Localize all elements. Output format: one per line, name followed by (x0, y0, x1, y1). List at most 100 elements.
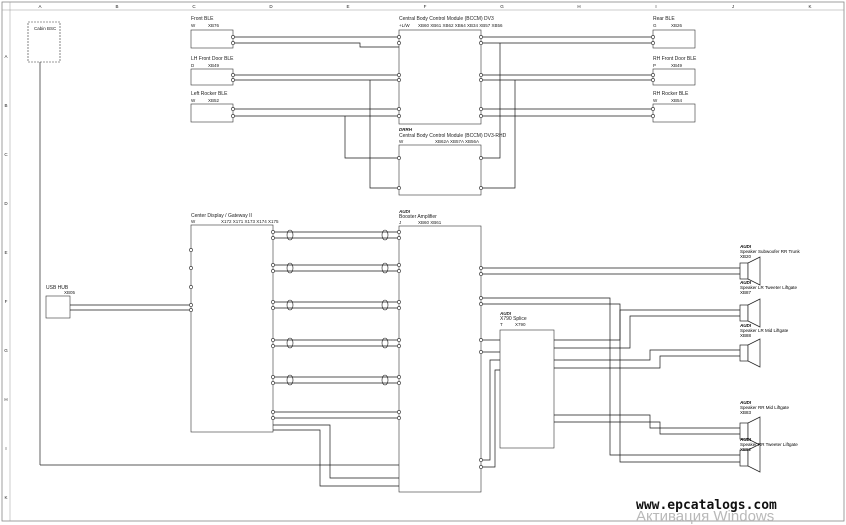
connector-pin (397, 35, 401, 39)
booster-amp-code: J (399, 220, 401, 225)
bccm-title: Central Body Control Module (BCCM) DV3 (399, 16, 494, 22)
bccm-conns: XB60 XB61 XB62 XB64 XB34 XB57 XB56 (418, 23, 503, 28)
connector-pin (271, 300, 275, 304)
speaker-rr-mid-conn: XB83 (740, 410, 752, 415)
speaker-sub-rr-tag: AUDI (740, 244, 751, 249)
connector-pin (271, 230, 275, 234)
center-display-title: Center Display / Gateway II (191, 213, 252, 219)
grid-row-label: B (4, 103, 7, 108)
connector-pin (479, 350, 483, 354)
bccm-rhd-conns: XB62A XB57A XB56A (435, 139, 479, 144)
connector-pin (231, 35, 235, 39)
connector-pin (397, 156, 401, 160)
bccm-code: +L/W (399, 23, 410, 28)
splice-code: T (500, 322, 503, 327)
booster-amp-tag: AUDI (398, 209, 411, 214)
rh-rocker-ble-box (652, 103, 696, 123)
rh-front-door-ble-conn: XB49 (671, 63, 683, 68)
left-rocker-ble-title: Left Rocker BLE (191, 91, 228, 97)
grid-col-label: H (577, 4, 580, 9)
connector-pin (479, 156, 483, 160)
speaker-cone-icon (747, 256, 761, 286)
grid-row-label: I (5, 446, 6, 451)
connector-pin (271, 416, 275, 420)
front-ble-title: Front BLE (191, 16, 214, 22)
center-display-code: W (191, 219, 196, 224)
connector-pin (397, 114, 401, 118)
speaker-sub-rr-conn: XB20 (740, 254, 752, 259)
display-amp-wires (273, 231, 399, 419)
connector-pin (651, 78, 655, 82)
splice-conn: X790 (515, 322, 526, 327)
connector-pin (231, 73, 235, 77)
speaker-cone-icon (747, 298, 761, 328)
connector-pin (397, 263, 401, 267)
connector-pin (271, 263, 275, 267)
rear-ble-conn: XB26 (671, 23, 683, 28)
grid-col-label: I (655, 4, 656, 9)
grid-col-label: G (500, 4, 504, 9)
lh-front-door-ble-box (190, 68, 234, 86)
amp-speaker-wires (481, 267, 740, 468)
speaker-sub-rr-label: AUDI Speaker Subwoofer RR Trunk XB20 (740, 244, 800, 259)
grid-row-label: A (4, 54, 7, 59)
connector-pin (479, 114, 483, 118)
grid-row-label: G (4, 348, 8, 353)
connector-pin (651, 114, 655, 118)
lh-front-door-ble-code: D (191, 63, 195, 68)
connector-pin (271, 236, 275, 240)
connector-pin (231, 41, 235, 45)
rh-rocker-ble-conn: XB54 (671, 98, 683, 103)
speaker-rr-tweeter-name: Speaker RR Tweeter Liftgate (740, 442, 798, 447)
connector-pin (271, 375, 275, 379)
left-rocker-ble-code: W (191, 98, 196, 103)
grid-row-label: K (4, 495, 7, 500)
connector-pin (651, 41, 655, 45)
splice-tag: AUDI (499, 311, 512, 316)
connector-pin (479, 107, 483, 111)
connector-pin (397, 186, 401, 190)
connector-pin (231, 78, 235, 82)
connector-pins (189, 35, 655, 469)
speaker-lr-tweeter-tag: AUDI (740, 280, 751, 285)
usb-hub-conn: XB05 (64, 290, 76, 295)
connector-pin (479, 186, 483, 190)
grid-col-label: C (192, 4, 196, 9)
connector-pin (271, 269, 275, 273)
connector-pin (189, 308, 193, 312)
connector-pin (397, 107, 401, 111)
lh-front-door-ble-conn: XB49 (208, 63, 220, 68)
speaker-lr-mid-label: AUDI Speaker LR Mid Liftgate XB88 (740, 323, 788, 338)
speaker-lr-mid-conn: XB88 (740, 333, 752, 338)
cabin-bsc-box (27, 21, 61, 63)
top-right-wires (481, 36, 653, 189)
connector-pin (271, 381, 275, 385)
rh-front-door-ble-code: P (653, 63, 656, 68)
splice-box (499, 329, 555, 449)
grid-row-label: F (5, 299, 8, 304)
grid-col-label: A (38, 4, 41, 9)
site-watermark[interactable]: www.epcatalogs.com (636, 498, 777, 513)
connector-pin (397, 230, 401, 234)
connector-pin (479, 41, 483, 45)
cabin-bsc-label: Cabin BSC (34, 26, 57, 31)
connector-pin (231, 107, 235, 111)
bccm-box (398, 29, 482, 125)
rh-rocker-ble-code: W (653, 98, 658, 103)
speaker-lr-mid-name: Speaker LR Mid Liftgate (740, 328, 789, 333)
display-bottom-wire (273, 424, 399, 479)
bccm-rhd-code: W (399, 139, 404, 144)
connector-pin (479, 73, 483, 77)
front-ble-code: W (191, 23, 196, 28)
speaker-body (739, 304, 749, 322)
connector-pin (397, 381, 401, 385)
speaker-rr-mid-tag: AUDI (740, 400, 751, 405)
speaker-lr-tweeter-label: AUDI Speaker LR Tweeter Liftgate XB87 (740, 280, 797, 295)
booster-amp-conns: XB60 XB61 (418, 220, 442, 225)
speaker-rr-tweeter-conn: XB82 (740, 447, 752, 452)
connector-pin (271, 410, 275, 414)
speaker-body (739, 344, 749, 362)
connector-pin (397, 375, 401, 379)
